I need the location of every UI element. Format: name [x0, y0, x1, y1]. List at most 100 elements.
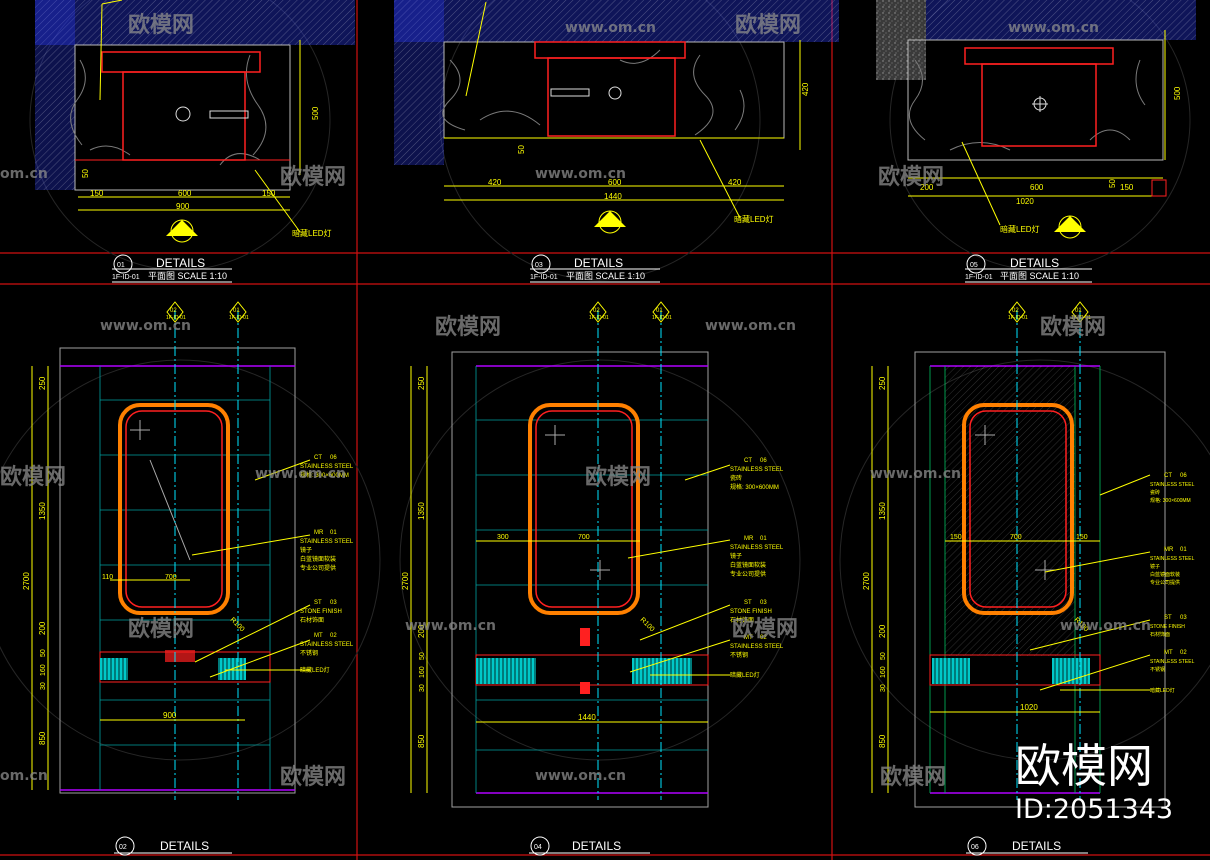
elev1-tag1-no: 06	[330, 455, 337, 461]
elev3-tag1-code: CT	[1164, 473, 1172, 479]
plan1-side-dim-small: 50	[81, 169, 90, 178]
elev2-tag1-l1: STAINLESS STEEL	[730, 467, 784, 473]
watermark-logo: 欧模网	[732, 616, 798, 642]
plan3-dim-mid: 600	[1030, 183, 1044, 192]
watermark-partial: om.cn	[0, 768, 48, 784]
elev2-led: 暗藏LED灯	[730, 671, 760, 679]
title5-num: 05	[970, 262, 978, 269]
elev2-tag4-l1: STAINLESS STEEL	[730, 644, 784, 650]
watermark-url: www.om.cn	[535, 768, 626, 784]
elev3-hdim-left: 150	[950, 534, 962, 541]
elev3-tag2-l1: STAINLESS STEEL	[1150, 556, 1195, 562]
title1-ref: 1F-ID-01	[112, 274, 140, 281]
plan3-side-dim: 500	[1173, 86, 1182, 100]
elev2-tag4-no: 02	[760, 635, 767, 641]
elev3-tag3-l1: STONE FINISH	[1150, 624, 1185, 630]
elev1-tag3-no: 03	[330, 600, 337, 606]
title2-title: DETAILS	[160, 839, 209, 853]
watermark-logo: 欧模网	[0, 464, 66, 490]
elev1-tag3-l2: 石材饰面	[300, 616, 324, 624]
watermark-partial: om.cn	[0, 166, 48, 182]
elev2-tag2-l1: STAINLESS STEEL	[730, 545, 784, 551]
title2-num: 02	[119, 844, 127, 851]
elev1-vdim-30: 30	[40, 682, 47, 690]
plan1-side-dim: 500	[311, 106, 320, 120]
watermark-logo: 欧模网	[280, 764, 346, 790]
plan2-note: 暗藏LED灯	[734, 214, 774, 224]
elevation3-labels: 02 1F-ID-01 01 1F-ID-01 250 1350 200 50 …	[862, 308, 1195, 748]
elev3-tag2-l2: 镜子	[1150, 563, 1160, 570]
elev1-tag4-no: 02	[330, 633, 337, 639]
elev2-tag4-l2: 不锈钢	[730, 651, 748, 659]
elev2-tag1-code: CT	[744, 458, 752, 464]
watermark-url: www.om.cn	[535, 166, 626, 182]
elev1-vdim-50: 50	[40, 649, 47, 657]
elevation-06	[871, 301, 1166, 808]
title5-sub: 平面图 SCALE 1:10	[1000, 271, 1079, 281]
elev1-tag2-l1: STAINLESS STEEL	[300, 539, 354, 545]
elev1-tag1-l2: 规格: 300×600MM	[300, 471, 349, 479]
elev3-tag3-code: ST	[1164, 615, 1172, 621]
plan3-dim-overall: 1020	[1016, 197, 1034, 206]
elev2-vdim-50: 50	[419, 652, 426, 660]
elev3-tag4-l1: STAINLESS STEEL	[1150, 659, 1195, 665]
elevation-02	[31, 301, 311, 800]
elev3-vdim-30: 30	[880, 684, 887, 692]
elev2-vdim-1350: 1350	[417, 502, 426, 520]
plan2-dim-overall: 1440	[604, 192, 622, 201]
elev1-tag2-code: MR	[314, 530, 324, 536]
elev1-tag4-l1: STAINLESS STEEL	[300, 642, 354, 648]
elev1-sec2-num: 01	[233, 308, 240, 314]
elev1-vdim-200: 200	[38, 621, 47, 635]
plan-view-03: 420 600 420 1440 420 50 04 暗藏LED灯	[394, 0, 839, 234]
elev3-tag1-l1: STAINLESS STEEL	[1150, 482, 1195, 488]
elevation1-labels: 02 1F-ID-01 01 1F-ID-01 250 1350 200 50 …	[22, 308, 354, 745]
plan1-note: 暗藏LED灯	[292, 228, 332, 238]
elev3-sec2-num: 01	[1075, 308, 1082, 314]
elev3-sec2-ref: 1F-ID-01	[1071, 315, 1091, 321]
elev1-overall: 900	[163, 711, 177, 720]
title6-title: DETAILS	[1012, 839, 1061, 853]
watermark-logo: 欧模网	[128, 12, 194, 38]
elev1-vdim-160: 160	[40, 664, 47, 676]
plan2-dim-mid: 600	[608, 178, 622, 187]
title-block-02: 02 DETAILS	[114, 836, 232, 856]
title1-sub: 平面图 SCALE 1:10	[148, 271, 227, 281]
elev1-tag2-no: 01	[330, 530, 337, 536]
plan1-dim-overall: 900	[176, 202, 190, 211]
elev2-tag3-no: 03	[760, 600, 767, 606]
elev2-tag2-code: MR	[744, 536, 754, 542]
elev1-tag2-l3: 白蓝镜面软装	[300, 555, 336, 563]
watermark-logo: 欧模网	[435, 314, 501, 340]
elev1-vdim-850: 850	[38, 731, 47, 745]
elev2-tag2-l2: 镜子	[730, 552, 742, 560]
plan2-dim-right: 420	[728, 178, 742, 187]
elev3-overall: 1020	[1020, 703, 1038, 712]
elev1-led: 暗藏LED灯	[300, 666, 330, 674]
elev2-vdim-850: 850	[417, 734, 426, 748]
watermark-url: www.om.cn	[100, 318, 191, 334]
plan2-marker: 04	[604, 218, 613, 227]
title1-num: 01	[117, 262, 125, 269]
plan2-side-dim: 420	[801, 82, 810, 96]
elev1-tag4-l2: 不锈钢	[300, 649, 318, 657]
plan-view-01: 150 600 150 900 500 50 02 暗藏LED灯	[35, 0, 355, 243]
title4-title: DETAILS	[572, 839, 621, 853]
title-block-06: 06 DETAILS	[966, 836, 1088, 856]
elevation-04	[410, 301, 731, 808]
plan3-dim-left: 200	[920, 183, 934, 192]
elevation2-labels: 02 1F-ID-01 01 1F-ID-01 250 1350 200 50 …	[401, 308, 784, 748]
elev1-tag4-code: MT	[314, 633, 323, 639]
elev1-sec2-ref: 1F-ID-01	[229, 315, 249, 321]
watermark-logo: 欧模网	[878, 164, 944, 190]
elev3-tag2-l3: 白蓝镜面软装	[1150, 571, 1180, 578]
elev3-tag1-no: 06	[1180, 473, 1187, 479]
elev2-tag3-code: ST	[744, 600, 752, 606]
elev1-sec1-num: 02	[170, 308, 177, 314]
elev3-vdim-1350: 1350	[878, 502, 887, 520]
elev3-vdim-250: 250	[878, 376, 887, 390]
plan3-note: 暗藏LED灯	[1000, 224, 1040, 234]
elev3-sec1-num: 02	[1012, 308, 1019, 314]
elev2-hdim-left: 300	[497, 534, 509, 541]
